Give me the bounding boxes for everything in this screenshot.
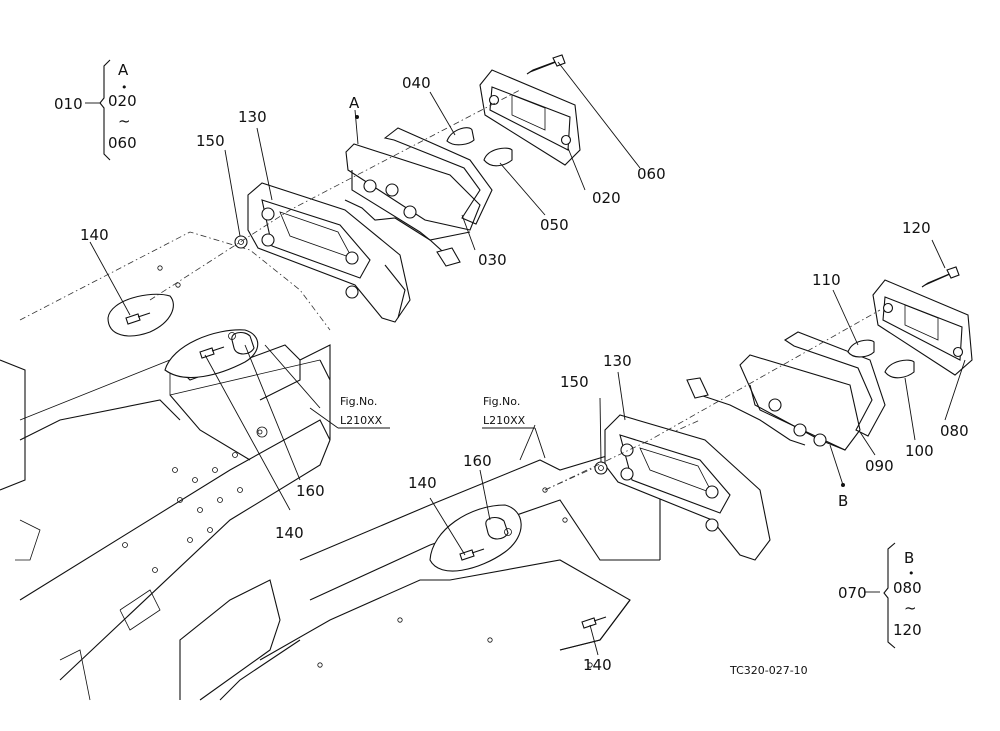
group-b-dot: •	[908, 567, 915, 580]
callout-040: 040	[402, 74, 431, 92]
fig-ref-right-code: L210XX	[483, 414, 526, 427]
left-body-panel	[0, 231, 331, 701]
drawing-id: TC320-027-10	[729, 664, 808, 677]
callout-130-left: 130	[238, 108, 267, 126]
callout-030: 030	[478, 251, 507, 269]
group-b-to: 120	[893, 621, 922, 639]
callout-140-left-bottom: 140	[275, 524, 304, 542]
fig-ref-lines	[309, 407, 546, 459]
callout-150-left: 150	[196, 132, 225, 150]
fig-ref-left-code: L210XX	[340, 414, 383, 427]
leader-lines	[85, 61, 966, 656]
callout-labels: 010 A • 020 ~ 060 150 130 140 A 040 030 …	[54, 61, 969, 677]
callout-080: 080	[940, 422, 969, 440]
group-a-to: 060	[108, 134, 137, 152]
callout-120: 120	[902, 219, 931, 237]
callout-150-right: 150	[560, 373, 589, 391]
group-b-letter: B	[904, 549, 914, 567]
callout-140-right: 140	[408, 474, 437, 492]
group-brackets	[99, 59, 896, 649]
callout-100: 100	[905, 442, 934, 460]
callout-010: 010	[54, 95, 83, 113]
group-b-from: 080	[893, 579, 922, 597]
callout-140-bottom: 140	[583, 656, 612, 674]
callout-160-left: 160	[296, 482, 325, 500]
group-a-tilde: ~	[118, 112, 131, 130]
callout-090: 090	[865, 457, 894, 475]
callout-050: 050	[540, 216, 569, 234]
callout-130-right: 130	[603, 352, 632, 370]
marker-a-label: A	[349, 94, 360, 112]
callout-020: 020	[592, 189, 621, 207]
callout-070: 070	[838, 584, 867, 602]
group-a-letter: A	[118, 61, 129, 79]
callout-110: 110	[812, 271, 841, 289]
fasteners	[125, 312, 607, 629]
marker-a-dot	[355, 115, 359, 119]
fig-ref-right-title: Fig.No.	[483, 395, 520, 408]
callout-140-left-top: 140	[80, 226, 109, 244]
marker-b-dot	[841, 483, 845, 487]
left-lamp-assembly	[149, 54, 581, 323]
right-lamp-assembly	[544, 266, 973, 561]
callout-060: 060	[637, 165, 666, 183]
group-b-tilde: ~	[904, 599, 917, 617]
marker-b-label: B	[838, 492, 848, 510]
group-a-dot: •	[121, 81, 128, 94]
callout-160-right: 160	[463, 452, 492, 470]
fig-ref-left-title: Fig.No.	[340, 395, 377, 408]
group-a-from: 020	[108, 92, 137, 110]
